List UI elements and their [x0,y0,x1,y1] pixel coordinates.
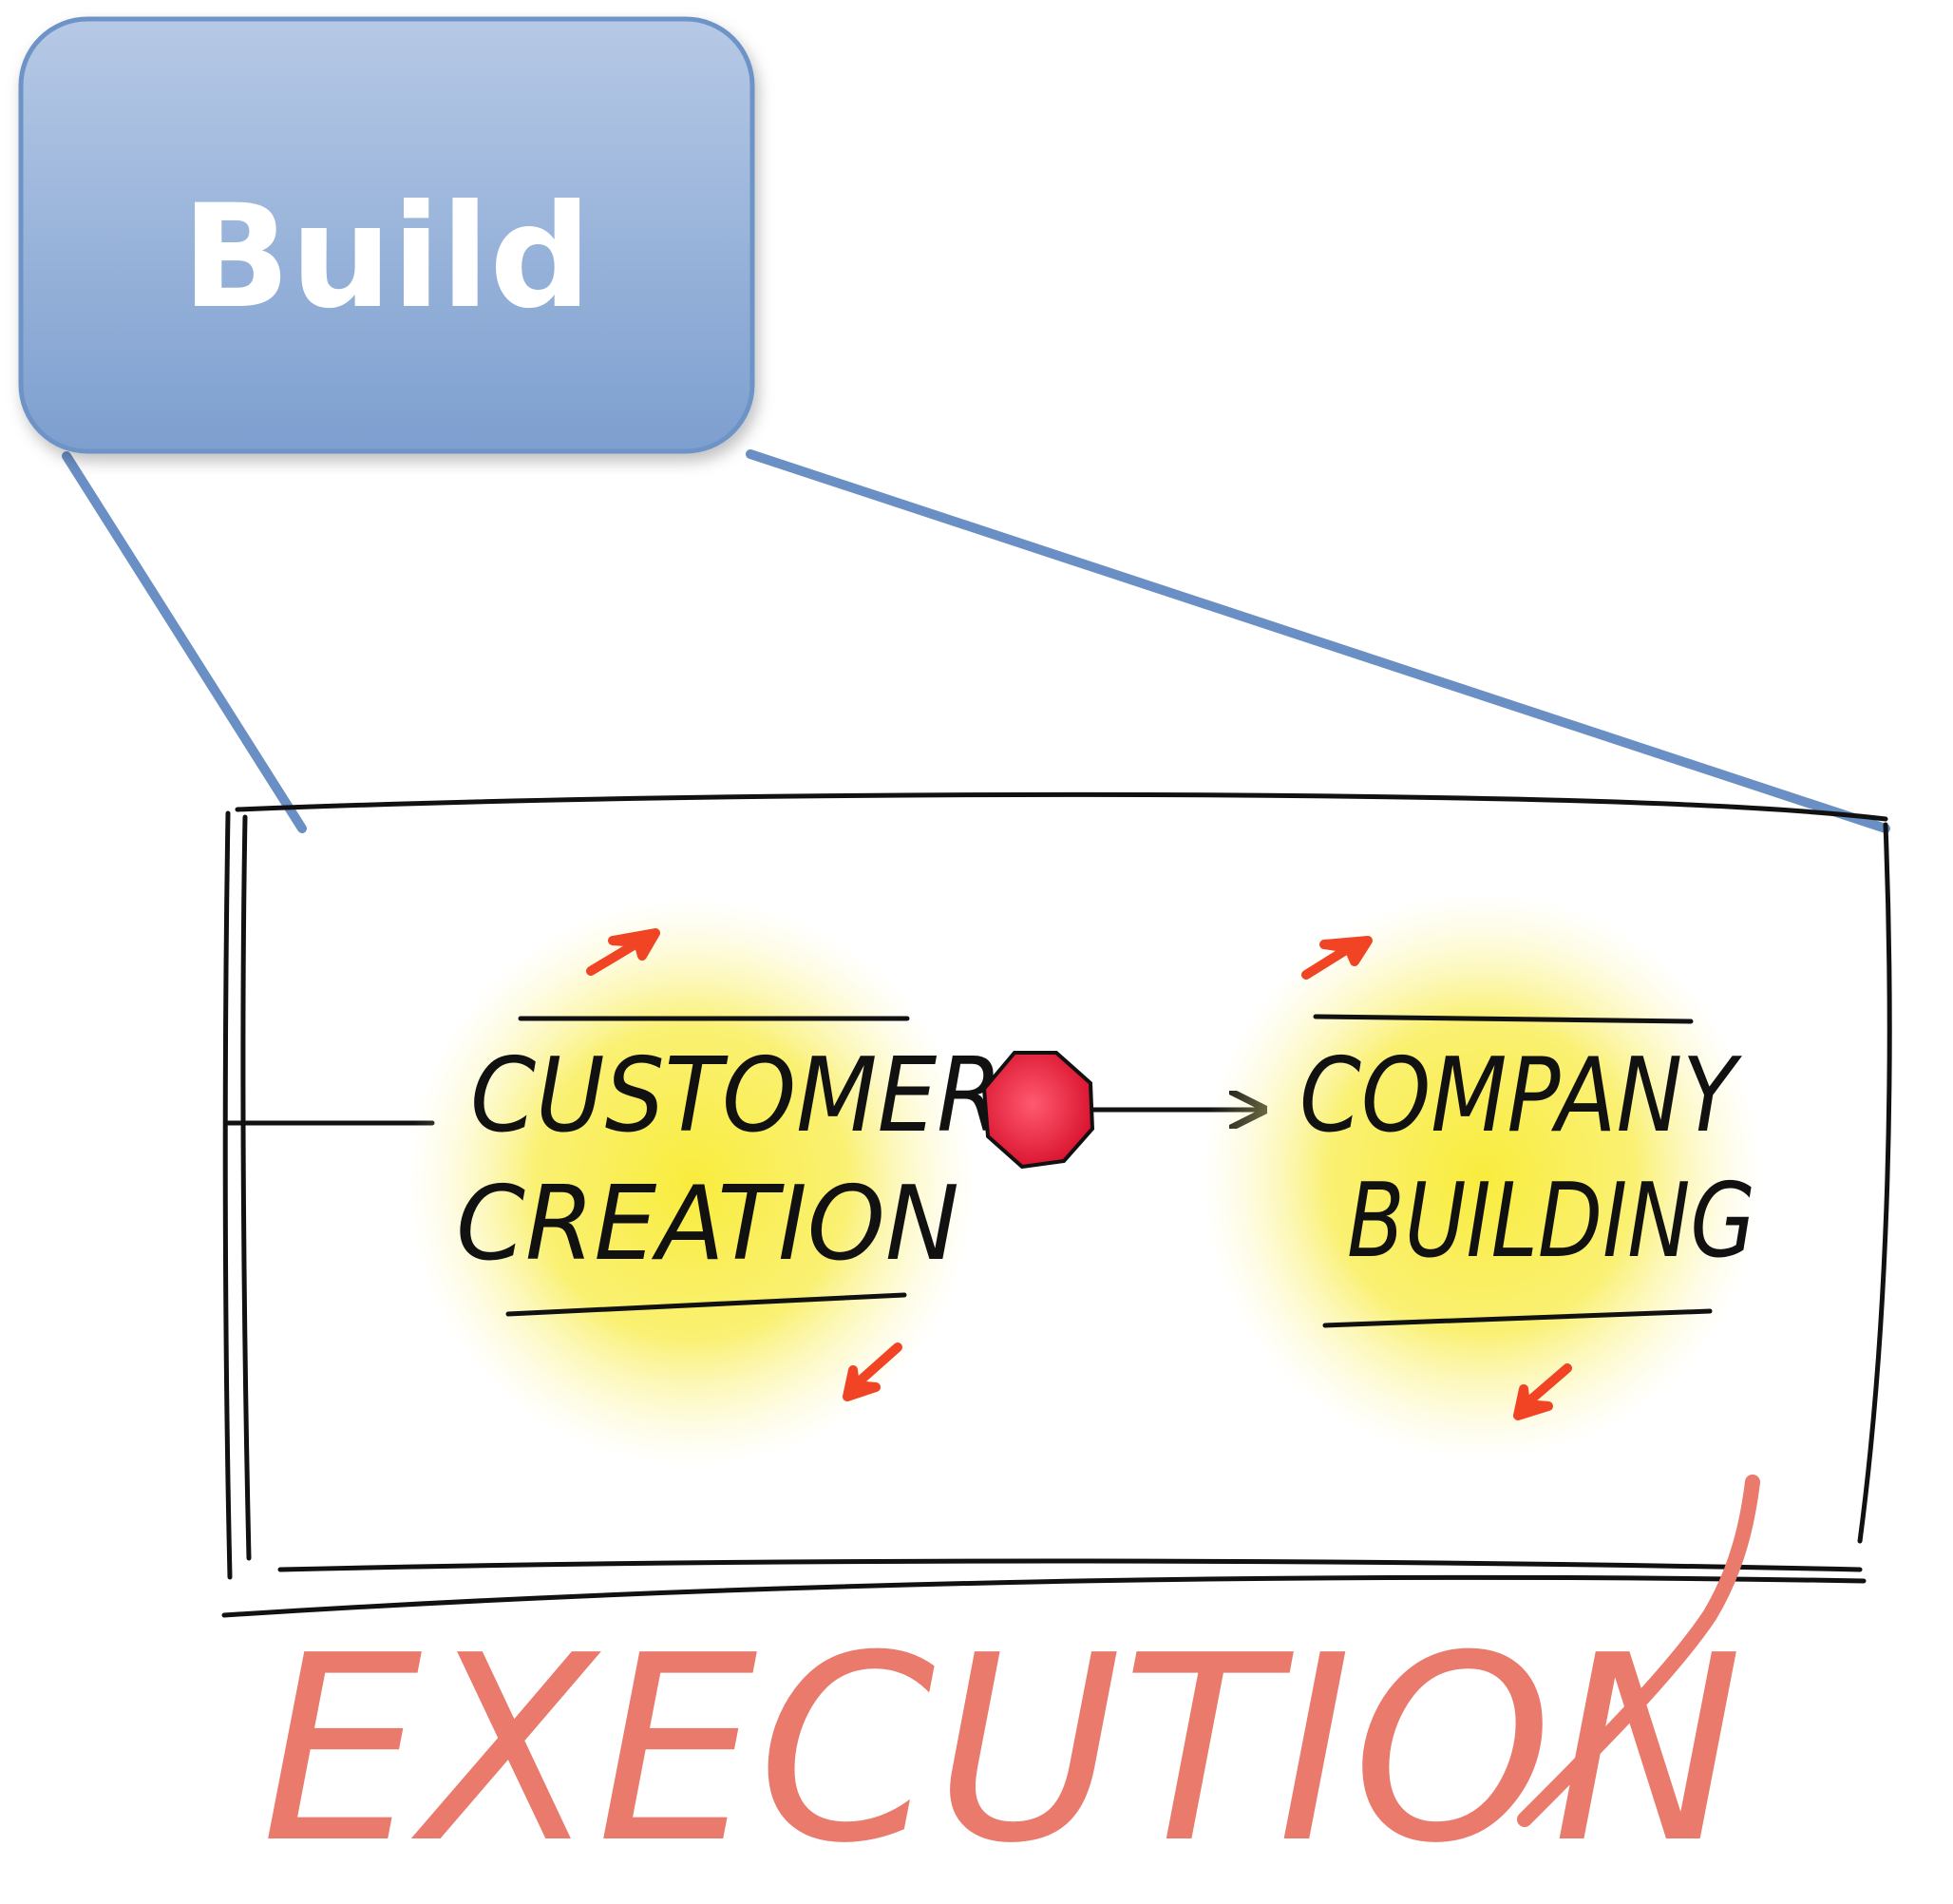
stage-title-line-1: CUSTOMER [470,1037,1002,1155]
stop-dot-icon [981,1051,1095,1170]
frame-right-edge [1857,822,1892,1544]
build-box: Build [18,16,755,454]
stage-company-building: COMPANY BUILDING [1202,891,1762,1461]
frame-top-edge [235,791,1888,822]
cycle-arrow-icon [586,928,660,976]
check-stroke [1517,1475,1760,1827]
build-label: Build [181,175,591,340]
connector-line-left [62,451,307,833]
cycle-arrow-icon [1513,1363,1572,1420]
frame-bottom-edge-outer [221,1574,1867,1618]
connector-lines [62,449,1890,833]
execution-frame [221,791,1892,1618]
stage-customer-creation: CUSTOMER CREATION [407,898,1002,1468]
execution-label: EXECUTION [261,1600,1743,1899]
stage-highlight-glow [407,898,976,1468]
stage-title-line-2: CREATION [456,1165,959,1284]
stage-bottom-rule [1322,1308,1713,1328]
stage-highlight-glow [1202,891,1762,1461]
connector-line-right [746,449,1890,833]
stage-title-line-2: BUILDING [1347,1162,1755,1281]
frame-left-edge [222,810,233,1580]
stage-top-rule [1313,1014,1694,1024]
stage-bottom-rule [505,1292,907,1317]
cycle-arrow-icon [1301,936,1373,980]
frame-bottom-edge-inner [277,1558,1863,1572]
build-box-shape [18,16,755,454]
execution-footer: EXECUTION [261,1475,1760,1899]
frame-left-edge-inner [240,814,252,1561]
cycle-arrow-icon [843,1342,902,1401]
stage-title-line-1: COMPANY [1299,1037,1742,1155]
